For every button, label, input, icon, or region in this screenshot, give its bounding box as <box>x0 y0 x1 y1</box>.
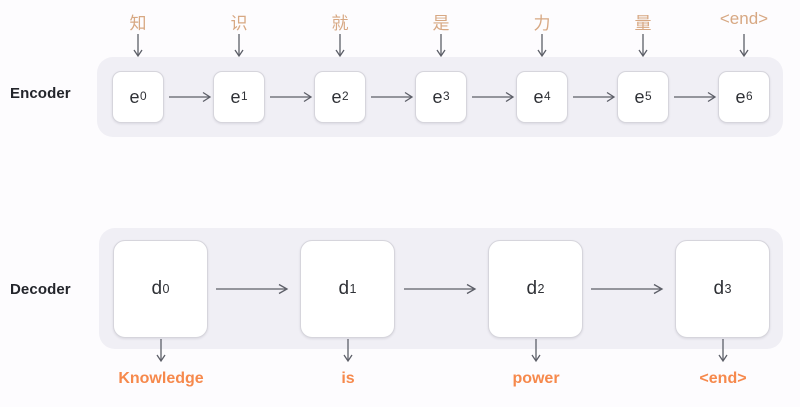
encoder-flow-arrow-2-3 <box>371 91 414 103</box>
encoder-cell-0-subscript: 0 <box>139 89 147 104</box>
decoder-flow-arrow-1-2 <box>404 283 477 295</box>
encoder-cell-5-base: e <box>634 86 645 107</box>
encoder-cell-2-base: e <box>331 86 342 107</box>
encoder-input-arrow-5 <box>638 34 648 58</box>
encoder-cell-4-subscript: 4 <box>543 89 551 104</box>
decoder-output-token-0: Knowledge <box>118 370 204 387</box>
encoder-cell-6-subscript: 6 <box>745 89 753 104</box>
decoder-output-arrow-1 <box>343 339 353 363</box>
decoder-cell-3-base: d <box>713 278 725 299</box>
encoder-cell-2-subscript: 2 <box>341 89 349 104</box>
encoder-input-arrow-3 <box>436 34 446 58</box>
decoder-cell-0-subscript: 0 <box>162 281 170 296</box>
encoder-row-label: Encoder <box>10 85 71 102</box>
decoder-cell-2-subscript: 2 <box>537 281 545 296</box>
decoder-output-arrow-0 <box>156 339 166 363</box>
decoder-row-label: Decoder <box>10 281 71 298</box>
encoder-input-arrow-1 <box>234 34 244 58</box>
decoder-cell-3-subscript: 3 <box>724 281 732 296</box>
decoder-output-token-2: power <box>512 370 560 387</box>
encoder-cell-6-base: e <box>735 86 746 107</box>
encoder-input-arrow-0 <box>133 34 143 58</box>
encoder-flow-arrow-1-2 <box>270 91 313 103</box>
decoder-cell-0-base: d <box>151 278 163 299</box>
encoder-cell-1-subscript: 1 <box>240 89 248 104</box>
decoder-flow-arrow-0-1 <box>216 283 289 295</box>
decoder-cell-2-base: d <box>526 278 538 299</box>
encoder-input-arrow-6 <box>739 34 749 58</box>
encoder-cell-3-subscript: 3 <box>442 89 450 104</box>
decoder-cell-1-subscript: 1 <box>349 281 357 296</box>
encoder-cell-0-base: e <box>129 86 140 107</box>
encoder-cell-1-base: e <box>230 86 241 107</box>
encoder-flow-arrow-4-5 <box>573 91 616 103</box>
encoder-input-arrow-2 <box>335 34 345 58</box>
decoder-flow-arrow-2-3 <box>591 283 664 295</box>
decoder-output-arrow-3 <box>718 339 728 363</box>
encoder-input-token-0: 知 <box>129 14 147 33</box>
encoder-flow-arrow-5-6 <box>674 91 717 103</box>
decoder-output-arrow-2 <box>531 339 541 363</box>
encoder-flow-arrow-3-4 <box>472 91 515 103</box>
encoder-cell-4-base: e <box>533 86 544 107</box>
encoder-input-token-5: 量 <box>634 14 652 33</box>
encoder-input-arrow-4 <box>537 34 547 58</box>
encoder-input-token-4: 力 <box>533 14 551 33</box>
decoder-output-token-3: <end> <box>699 370 747 387</box>
encoder-input-token-6: <end> <box>719 9 769 28</box>
encoder-flow-arrow-0-1 <box>169 91 212 103</box>
encoder-input-token-2: 就 <box>331 14 349 33</box>
encoder-input-token-1: 识 <box>230 14 248 33</box>
decoder-cell-1-base: d <box>338 278 350 299</box>
encoder-input-token-3: 是 <box>432 14 450 33</box>
decoder-output-token-1: is <box>341 370 355 387</box>
encoder-cell-5-subscript: 5 <box>644 89 652 104</box>
encoder-cell-3-base: e <box>432 86 443 107</box>
